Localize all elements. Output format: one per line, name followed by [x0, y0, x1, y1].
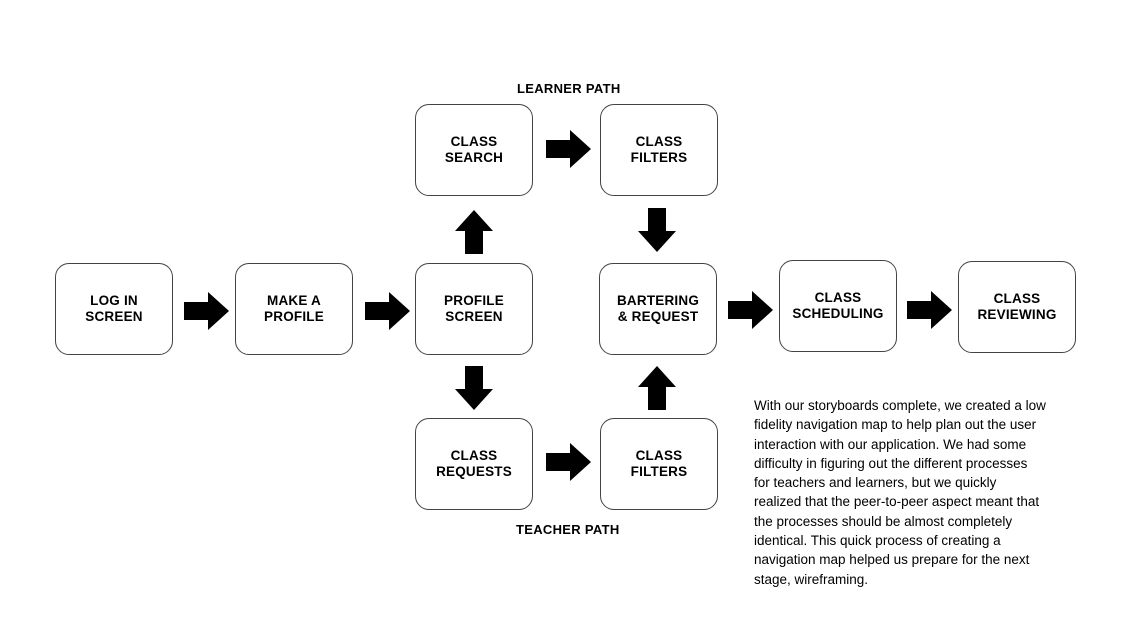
arrow-right-icon — [907, 291, 952, 329]
node-make-a-profile: MAKE A PROFILE — [235, 263, 353, 355]
arrow-right-icon — [728, 291, 773, 329]
node-class-scheduling: CLASS SCHEDULING — [779, 260, 897, 352]
arrow-up-icon — [638, 366, 676, 410]
arrow-down-icon — [638, 208, 676, 252]
node-learner-class-filters: CLASS FILTERS — [600, 104, 718, 196]
node-class-reviewing: CLASS REVIEWING — [958, 261, 1076, 353]
arrow-right-icon — [365, 292, 410, 330]
arrow-right-icon — [546, 443, 591, 481]
node-teacher-class-filters: CLASS FILTERS — [600, 418, 718, 510]
node-log-in-screen: LOG IN SCREEN — [55, 263, 173, 355]
node-bartering-request: BARTERING & REQUEST — [599, 263, 717, 355]
arrow-down-icon — [455, 366, 493, 410]
arrow-right-icon — [184, 292, 229, 330]
teacher-path-label: TEACHER PATH — [516, 522, 620, 537]
node-class-requests: CLASS REQUESTS — [415, 418, 533, 510]
node-class-search: CLASS SEARCH — [415, 104, 533, 196]
node-profile-screen: PROFILE SCREEN — [415, 263, 533, 355]
learner-path-label: LEARNER PATH — [517, 81, 621, 96]
arrow-right-icon — [546, 130, 591, 168]
description-paragraph: With our storyboards complete, we create… — [754, 398, 1046, 587]
arrow-up-icon — [455, 210, 493, 254]
